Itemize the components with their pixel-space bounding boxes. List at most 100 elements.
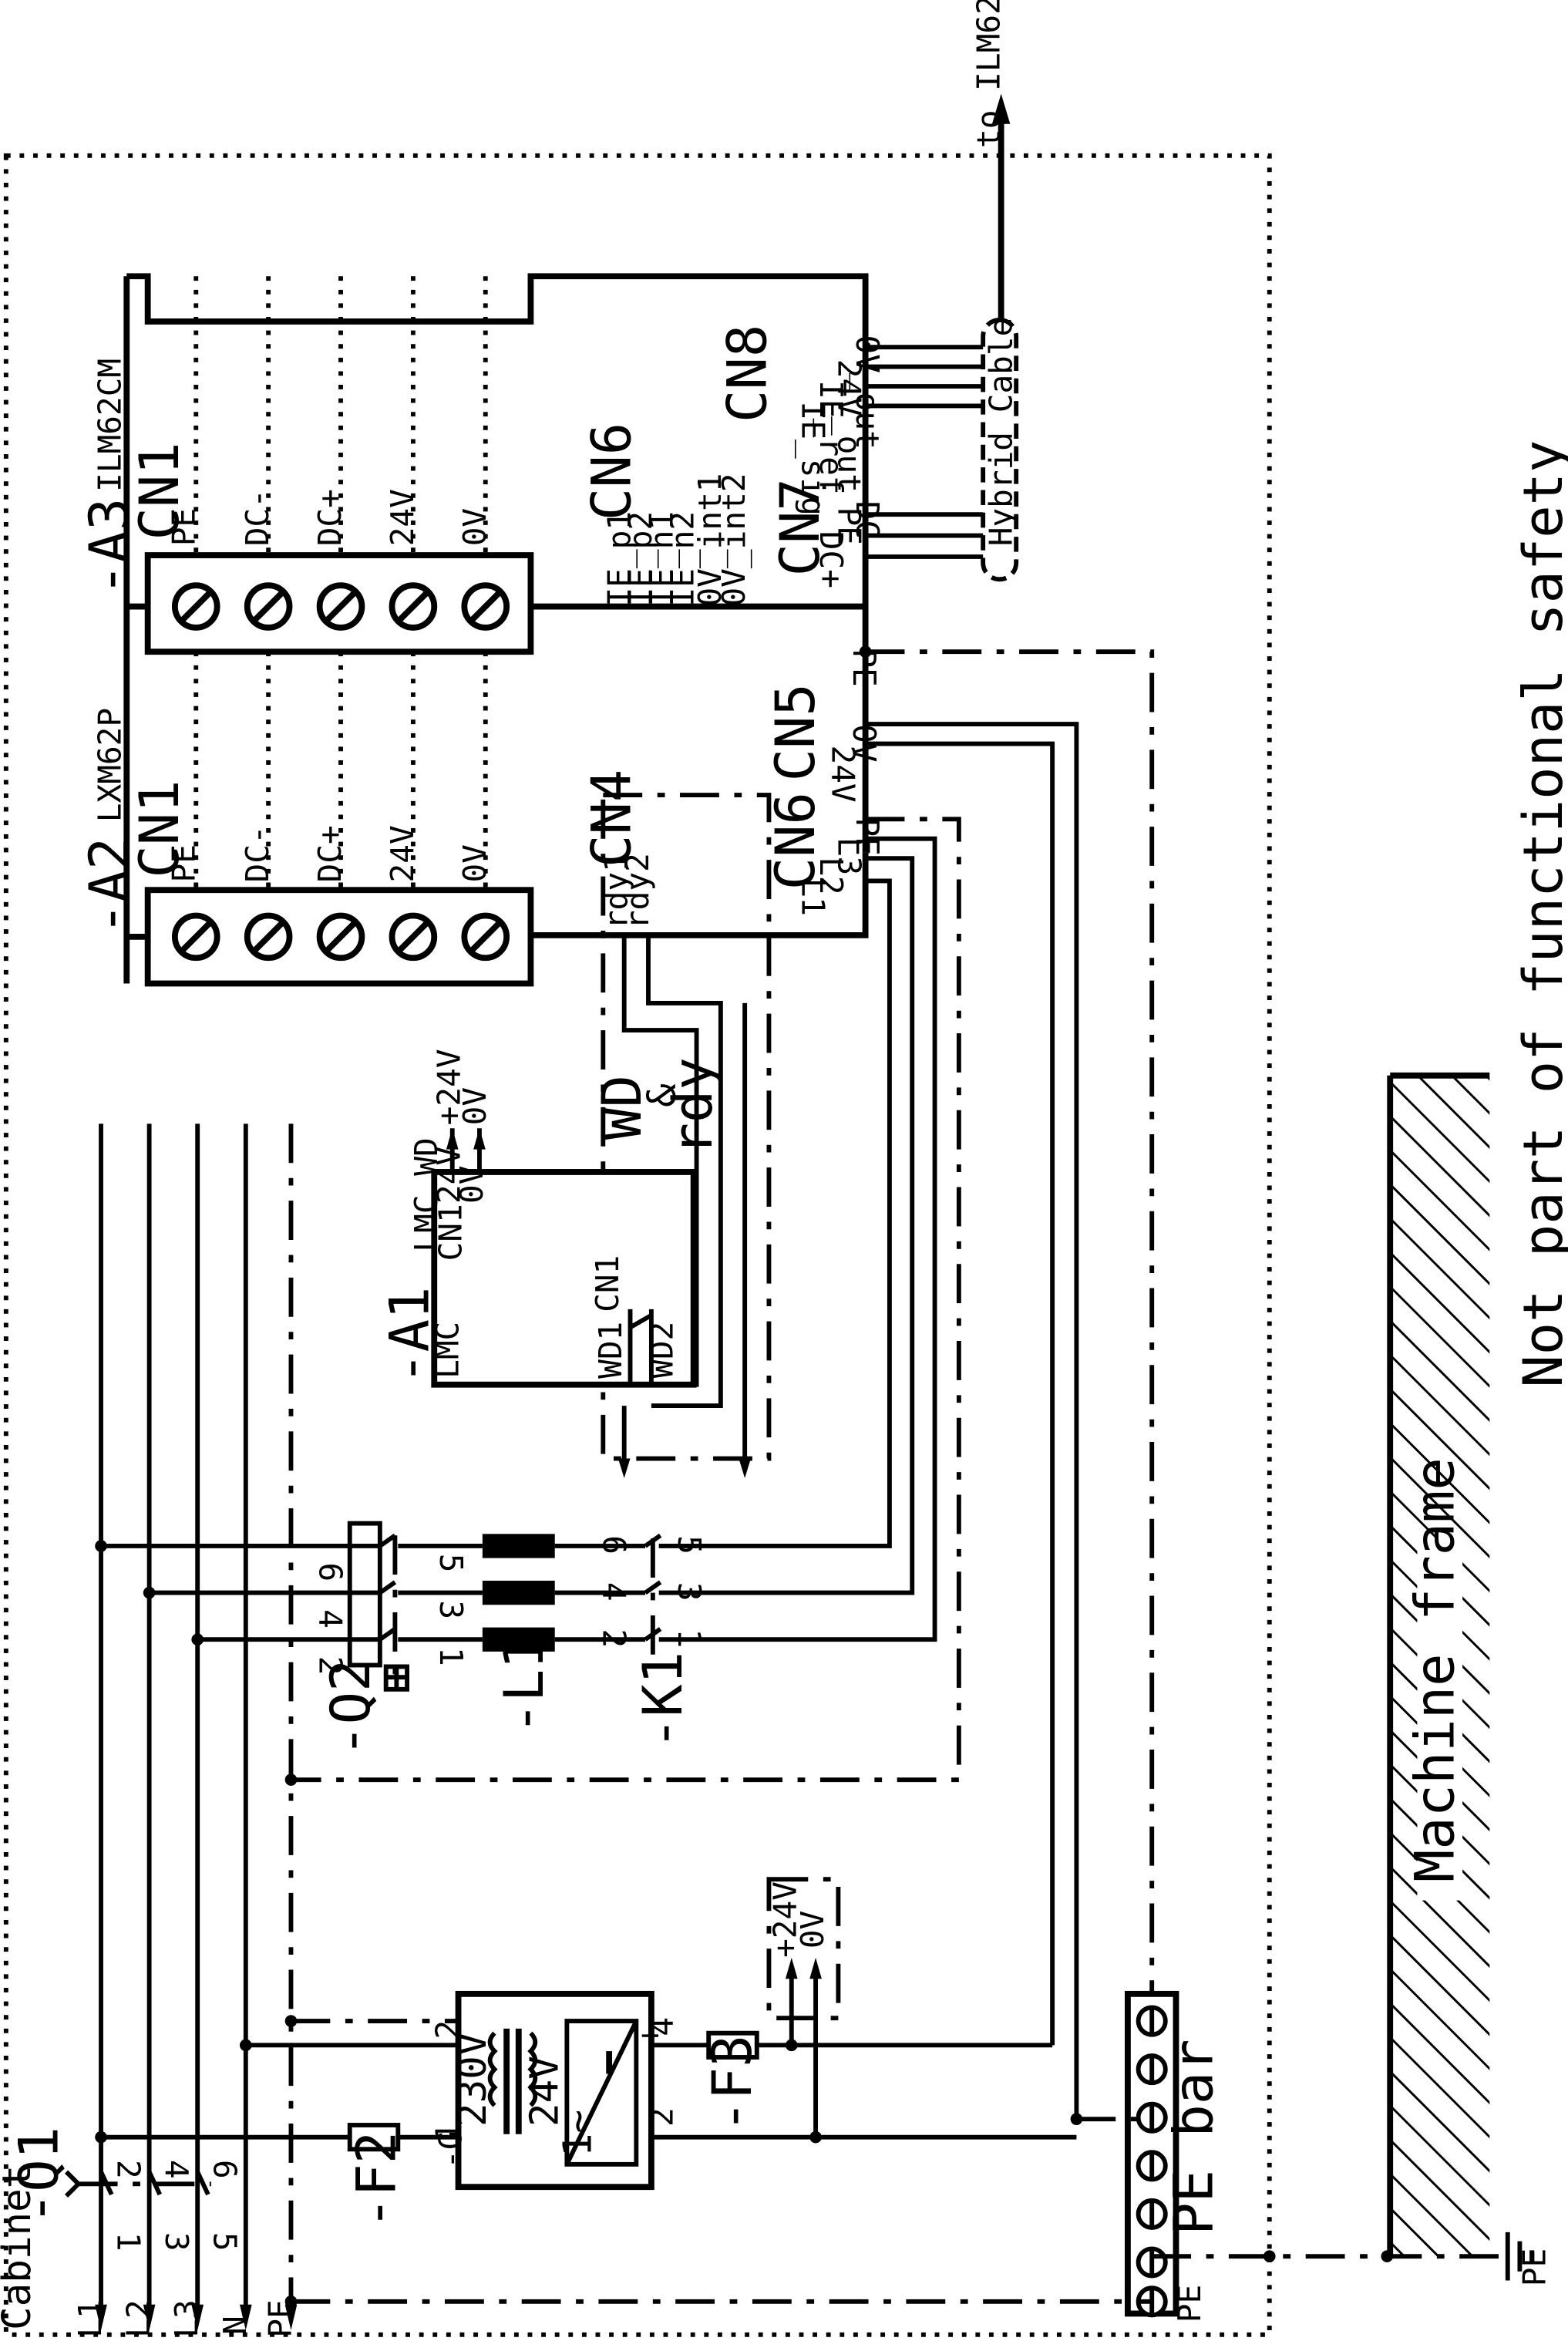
svg-text:3: 3	[671, 1582, 708, 1602]
supply-arrow-icons	[95, 2304, 298, 2330]
pe-bar-pe-label: PE	[1171, 2285, 1208, 2322]
cn4-arrow-icons	[617, 1458, 751, 1478]
svg-text:IE_sig: IE_sig	[794, 402, 831, 516]
pe-link-devices	[865, 649, 1155, 2120]
svg-text:PE: PE	[830, 507, 867, 544]
a2-cn5-pins: 0V 24V	[825, 724, 883, 803]
psu-out-0v: 0V	[794, 1911, 831, 1949]
svg-text:0V_out: 0V_out	[849, 335, 886, 450]
q2-ref: -Q2	[319, 1659, 382, 1757]
a2-cn4-enclosure	[601, 793, 772, 1461]
l1-ref: -L1	[493, 1636, 556, 1734]
a3-cn7-pins: DC- PE DC+	[813, 501, 886, 588]
svg-text:L2: L2	[813, 857, 850, 894]
hybrid-cable-label: Hybrid Cable	[982, 318, 1019, 547]
a3-ref: -A3	[78, 498, 141, 596]
svg-text:PE: PE	[165, 844, 202, 882]
svg-text:5: 5	[432, 1554, 469, 1573]
a2-cn5-label: CN5	[764, 683, 827, 781]
a3-enclosure	[123, 273, 869, 853]
wire-cn6-l2	[658, 856, 915, 1595]
svg-text:DC-: DC-	[239, 825, 276, 882]
k1-pin-labels: 6 4 2 5 3 1	[595, 1535, 708, 1648]
svg-text:0V: 0V	[456, 844, 493, 882]
wd-block-line3: rdy	[661, 1057, 725, 1155]
svg-text:IE_p2: IE_p2	[622, 511, 659, 607]
a1-wd2: WD2	[643, 1322, 680, 1379]
svg-text:0V_int1: 0V_int1	[691, 473, 728, 606]
svg-text:6: 6	[312, 1563, 349, 1582]
cabinet-boundary	[3, 153, 1272, 2337]
svg-text:2: 2	[110, 2160, 147, 2179]
svg-text:IE_ref: IE_ref	[813, 380, 850, 494]
q2-handle-icon	[383, 1664, 409, 1692]
wire-cn6-pe	[291, 817, 961, 1783]
cabinet-label: Cabinet	[0, 2165, 39, 2330]
machine-frame-edge	[1387, 1072, 1490, 2257]
svg-text:24V_out: 24V_out	[830, 359, 867, 493]
functional-safety-note: Not part of functional safety	[1512, 440, 1568, 1388]
a3-dc-bus-dotted	[193, 276, 488, 894]
psu-in-230: 230V	[449, 2033, 495, 2127]
a1-lmc-left: LMC	[429, 1322, 466, 1379]
q2-pin-labels: 6 4 2 5 3 1	[312, 1554, 469, 1676]
a3-cn1-label: CN1	[128, 442, 191, 540]
svg-text:6: 6	[207, 2160, 244, 2179]
a3-terminal-0v: 0V	[456, 508, 493, 546]
ground-icon	[1505, 2232, 1534, 2281]
a1-ref: -A1	[378, 1287, 441, 1385]
svg-text:3: 3	[432, 1600, 469, 1619]
k1-ref: -K1	[631, 1652, 695, 1750]
pe-bar-label: PE bar	[1162, 2039, 1225, 2235]
svg-text:4: 4	[158, 2160, 195, 2179]
psu-out-24: 24V	[522, 2056, 567, 2127]
svg-text:0V_int2: 0V_int2	[715, 473, 752, 606]
ground-pe-label: PE	[1516, 2248, 1553, 2286]
a3-terminal-pe: PE	[165, 508, 202, 546]
svg-text:3: 3	[158, 2232, 195, 2252]
a2-cn6-label: CN6	[764, 792, 827, 890]
q1-pin-labels: 2 4 6 1 3 5	[110, 2160, 244, 2252]
a1-pin-24v: 24V	[431, 1147, 468, 1204]
svg-text:1: 1	[671, 1629, 708, 1649]
svg-text:4: 4	[595, 1582, 632, 1602]
f2-ref: -F2	[345, 2131, 408, 2229]
psu-out-pin2: 2	[643, 2107, 680, 2127]
wire-cn6-l3	[658, 836, 937, 1642]
a3-type: ILM62CM	[91, 359, 128, 492]
a2-type: LXM62P	[91, 708, 128, 822]
svg-text:5: 5	[207, 2232, 244, 2252]
a1-out-0v: 0V	[456, 1087, 493, 1125]
hybrid-cable-wires	[865, 345, 995, 559]
wire-cn5-24v	[865, 741, 1055, 2046]
svg-text:1: 1	[432, 1647, 469, 1666]
q1-ref: -Q1	[7, 2127, 70, 2225]
svg-text:IE_n2: IE_n2	[665, 511, 702, 607]
a1-out-24v: +24V	[431, 1049, 468, 1125]
cable-arrow-icon	[991, 93, 1011, 124]
a2-cn4-pins: rdy1 rdy2	[598, 853, 656, 929]
wire-cn5-0v	[865, 722, 1079, 2120]
a3-cn6-label: CN6	[580, 423, 644, 520]
a2-cn4-label: CN4	[580, 770, 644, 867]
svg-text:L1: L1	[794, 878, 831, 916]
svg-text:L2: L2	[120, 2299, 157, 2337]
l1-chokes	[482, 1534, 555, 1652]
psu-out-pin4: 4	[643, 2017, 680, 2036]
psu-out-24v: +24V	[767, 1881, 804, 1958]
psu-transformer-icon	[487, 2028, 538, 2134]
wd-block-line1: WD	[591, 1075, 654, 1140]
svg-text:4: 4	[312, 1609, 349, 1629]
machine-frame-label: Machine frame	[1403, 1457, 1466, 1882]
psu-pin1: 1	[429, 2123, 466, 2142]
supply-line-labels: L1 L2 L3 N PE	[72, 2299, 298, 2337]
svg-text:L1: L1	[72, 2299, 109, 2337]
a3-terminal-labels: PE DC- DC+ 24V 0V	[165, 489, 493, 546]
q1-main-switch	[64, 2170, 211, 2198]
a2-terminal-labels: PE DC- DC+ 24V 0V	[165, 825, 493, 882]
svg-text:1: 1	[110, 2232, 147, 2252]
a1-cn1-top: CN1	[432, 1204, 469, 1261]
svg-text:DC+: DC+	[813, 531, 850, 588]
